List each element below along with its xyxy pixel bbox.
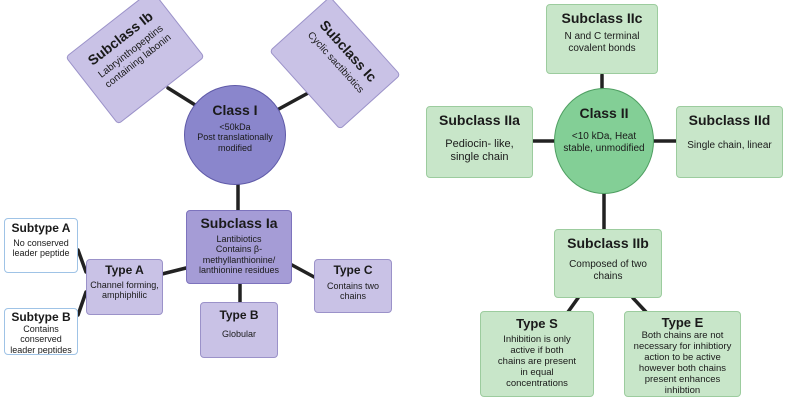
link-typea-subtypeb bbox=[76, 290, 88, 317]
subclass-iia-title: Subclass IIa bbox=[439, 112, 520, 128]
link-ic-class1 bbox=[275, 90, 312, 112]
type-e-desc-2: necessary for inhibtiory bbox=[633, 340, 732, 352]
link-typea-subtypea bbox=[76, 248, 88, 274]
subclass-iic-desc-1: N and C terminal bbox=[564, 31, 640, 42]
subclass-ia-desc-1: Lantibiotics bbox=[216, 234, 262, 244]
type-a-desc-1: Channel forming, bbox=[90, 280, 159, 290]
type-s-desc-3: chains are present bbox=[497, 355, 577, 367]
subtype-b-node: Subtype B Contains conserved leader pept… bbox=[4, 308, 78, 355]
type-s-desc-5: concentrations bbox=[506, 377, 568, 389]
subtype-b-desc-3: leader peptides bbox=[10, 344, 72, 355]
class-2-title: Class II bbox=[579, 105, 629, 121]
subclass-ia-desc-3: methyllanthionine/ bbox=[202, 254, 276, 265]
class-1-node: Class I <50kDa Post translationally modi… bbox=[184, 85, 286, 185]
subclass-ia-node: Subclass Ia Lantibiotics Contains β- met… bbox=[186, 210, 292, 284]
subclass-iia-desc-1: Pediocin- like, bbox=[445, 138, 514, 150]
type-c-desc-2: chains bbox=[339, 291, 366, 302]
class-2-desc-1: <10 kDa, Heat bbox=[571, 131, 637, 142]
class-1-desc-3: modified bbox=[217, 142, 253, 153]
subclass-iib-node: Subclass IIb Composed of two chains bbox=[554, 229, 662, 298]
subclass-ia-title: Subclass Ia bbox=[200, 215, 278, 231]
class-2-node: Class II <10 kDa, Heat stable, unmodifie… bbox=[554, 88, 654, 194]
type-e-node: Type E Both chains are not necessary for… bbox=[624, 311, 741, 397]
subclass-iia-desc-2: single chain bbox=[450, 150, 509, 163]
link-ia-typea bbox=[160, 266, 188, 276]
subclass-iic-node: Subclass IIc N and C terminal covalent b… bbox=[546, 4, 658, 74]
type-e-title: Type E bbox=[661, 315, 704, 330]
subclass-iid-desc-1: Single chain, linear bbox=[687, 140, 772, 151]
type-b-node: Type B Globular bbox=[200, 302, 278, 358]
class-1-title: Class I bbox=[212, 102, 258, 118]
subtype-b-desc-1: Contains bbox=[23, 324, 59, 334]
type-s-desc-4: in equal bbox=[520, 366, 554, 378]
link-iib-types bbox=[566, 296, 580, 314]
type-a-desc-2: amphiphilic bbox=[101, 290, 148, 301]
type-c-desc-1: Contains two bbox=[326, 281, 380, 291]
type-s-desc-1: Inhibition is only bbox=[503, 334, 571, 345]
type-c-node: Type C Contains two chains bbox=[314, 259, 392, 313]
type-b-title: Type B bbox=[219, 308, 259, 322]
subclass-iic-title: Subclass IIc bbox=[561, 10, 643, 26]
link-iib-typee bbox=[631, 296, 648, 314]
subclass-iib-title: Subclass IIb bbox=[567, 235, 649, 251]
type-b-desc-1: Globular bbox=[221, 329, 257, 339]
class-1-desc-2: Post translationally bbox=[197, 132, 273, 143]
link-ia-typec bbox=[290, 263, 318, 280]
type-e-desc-6: inhibtion bbox=[664, 384, 701, 396]
subtype-a-desc-2: leader peptide bbox=[12, 248, 70, 259]
subclass-ia-desc-2: Contains β- bbox=[215, 244, 263, 255]
type-s-node: Type S Inhibition is only active if both… bbox=[480, 311, 594, 397]
class-1-desc-1: <50kDa bbox=[219, 122, 251, 132]
subtype-a-node: Subtype A No conserved leader peptide bbox=[4, 218, 78, 273]
type-e-desc-4: however both chains bbox=[638, 362, 727, 374]
subtype-b-title: Subtype B bbox=[11, 310, 71, 324]
subtype-a-title: Subtype A bbox=[11, 221, 71, 235]
type-s-desc-2: active if both bbox=[510, 344, 564, 356]
subclass-iid-node: Subclass IId Single chain, linear bbox=[676, 106, 783, 178]
subtype-b-desc-2: conserved bbox=[20, 334, 62, 345]
subtype-a-desc-1: No conserved bbox=[13, 238, 69, 248]
type-c-title: Type C bbox=[333, 263, 373, 277]
type-a-title: Type A bbox=[105, 263, 144, 277]
subclass-iib-desc-2: chains bbox=[593, 270, 623, 282]
class-2-desc-2: stable, unmodified bbox=[563, 142, 645, 154]
type-e-desc-3: action to be active bbox=[644, 351, 721, 363]
subclass-iic-desc-2: covalent bonds bbox=[568, 42, 636, 54]
type-s-title: Type S bbox=[516, 316, 558, 331]
subclass-iia-node: Subclass IIa Pediocin- like, single chai… bbox=[426, 106, 533, 178]
type-a-node: Type A Channel forming, amphiphilic bbox=[86, 259, 163, 315]
type-e-desc-1: Both chains are not bbox=[641, 330, 724, 341]
type-e-desc-5: present enhances bbox=[644, 373, 721, 385]
subclass-iid-title: Subclass IId bbox=[688, 112, 771, 128]
subclass-iib-desc-1: Composed of two bbox=[569, 259, 647, 270]
subclass-ia-desc-4: lanthionine residues bbox=[198, 265, 280, 276]
